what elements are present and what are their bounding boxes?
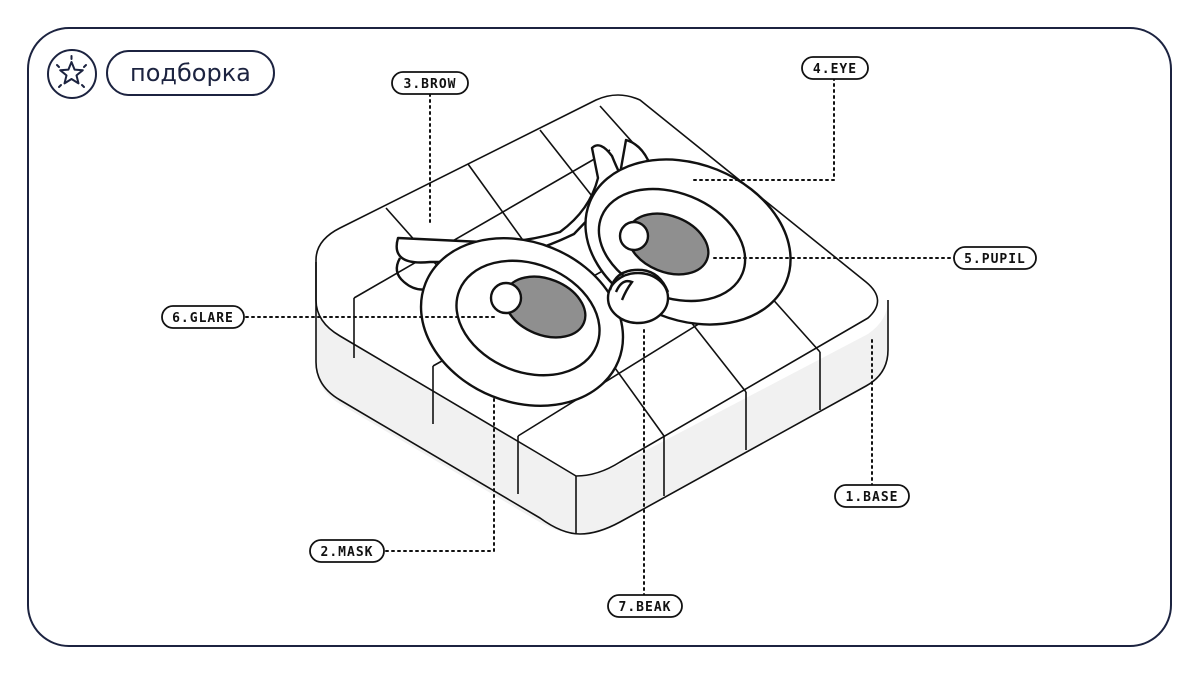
label-base: 1.BASE xyxy=(834,484,910,508)
label-eye: 4.EYE xyxy=(801,56,869,80)
beak-notch xyxy=(614,279,634,301)
beak xyxy=(606,268,670,325)
label-pupil-text: 5.PUPIL xyxy=(964,252,1026,267)
beak-body xyxy=(606,271,670,325)
category-tag-label: подборка xyxy=(130,59,251,87)
base-bottom-edge xyxy=(315,262,889,535)
label-brow: 3.BROW xyxy=(391,71,469,95)
label-glare: 6.GLARE xyxy=(161,305,245,329)
glare-right xyxy=(618,220,650,252)
label-base-text: 1.BASE xyxy=(846,490,899,505)
leader-mask xyxy=(385,395,495,552)
label-glare-text: 6.GLARE xyxy=(172,311,234,326)
label-beak-text: 7.BEAK xyxy=(619,600,672,615)
glare-left xyxy=(489,281,523,315)
sparkle-star-icon xyxy=(56,55,87,88)
base-left-face-fill xyxy=(316,262,576,534)
label-eye-text: 4.EYE xyxy=(813,62,857,77)
base-right-face-fill xyxy=(576,300,888,534)
beak-top xyxy=(608,268,670,293)
label-brow-text: 3.BROW xyxy=(404,77,457,92)
leader-lines xyxy=(245,77,957,597)
collection-icon xyxy=(47,49,97,99)
label-mask: 2.MASK xyxy=(309,539,385,563)
label-beak: 7.BEAK xyxy=(607,594,683,618)
leader-eye xyxy=(689,77,835,181)
category-tag[interactable]: подборка xyxy=(106,50,275,96)
label-pupil: 5.PUPIL xyxy=(953,246,1037,270)
label-mask-text: 2.MASK xyxy=(321,545,374,560)
eye-left xyxy=(419,237,625,407)
